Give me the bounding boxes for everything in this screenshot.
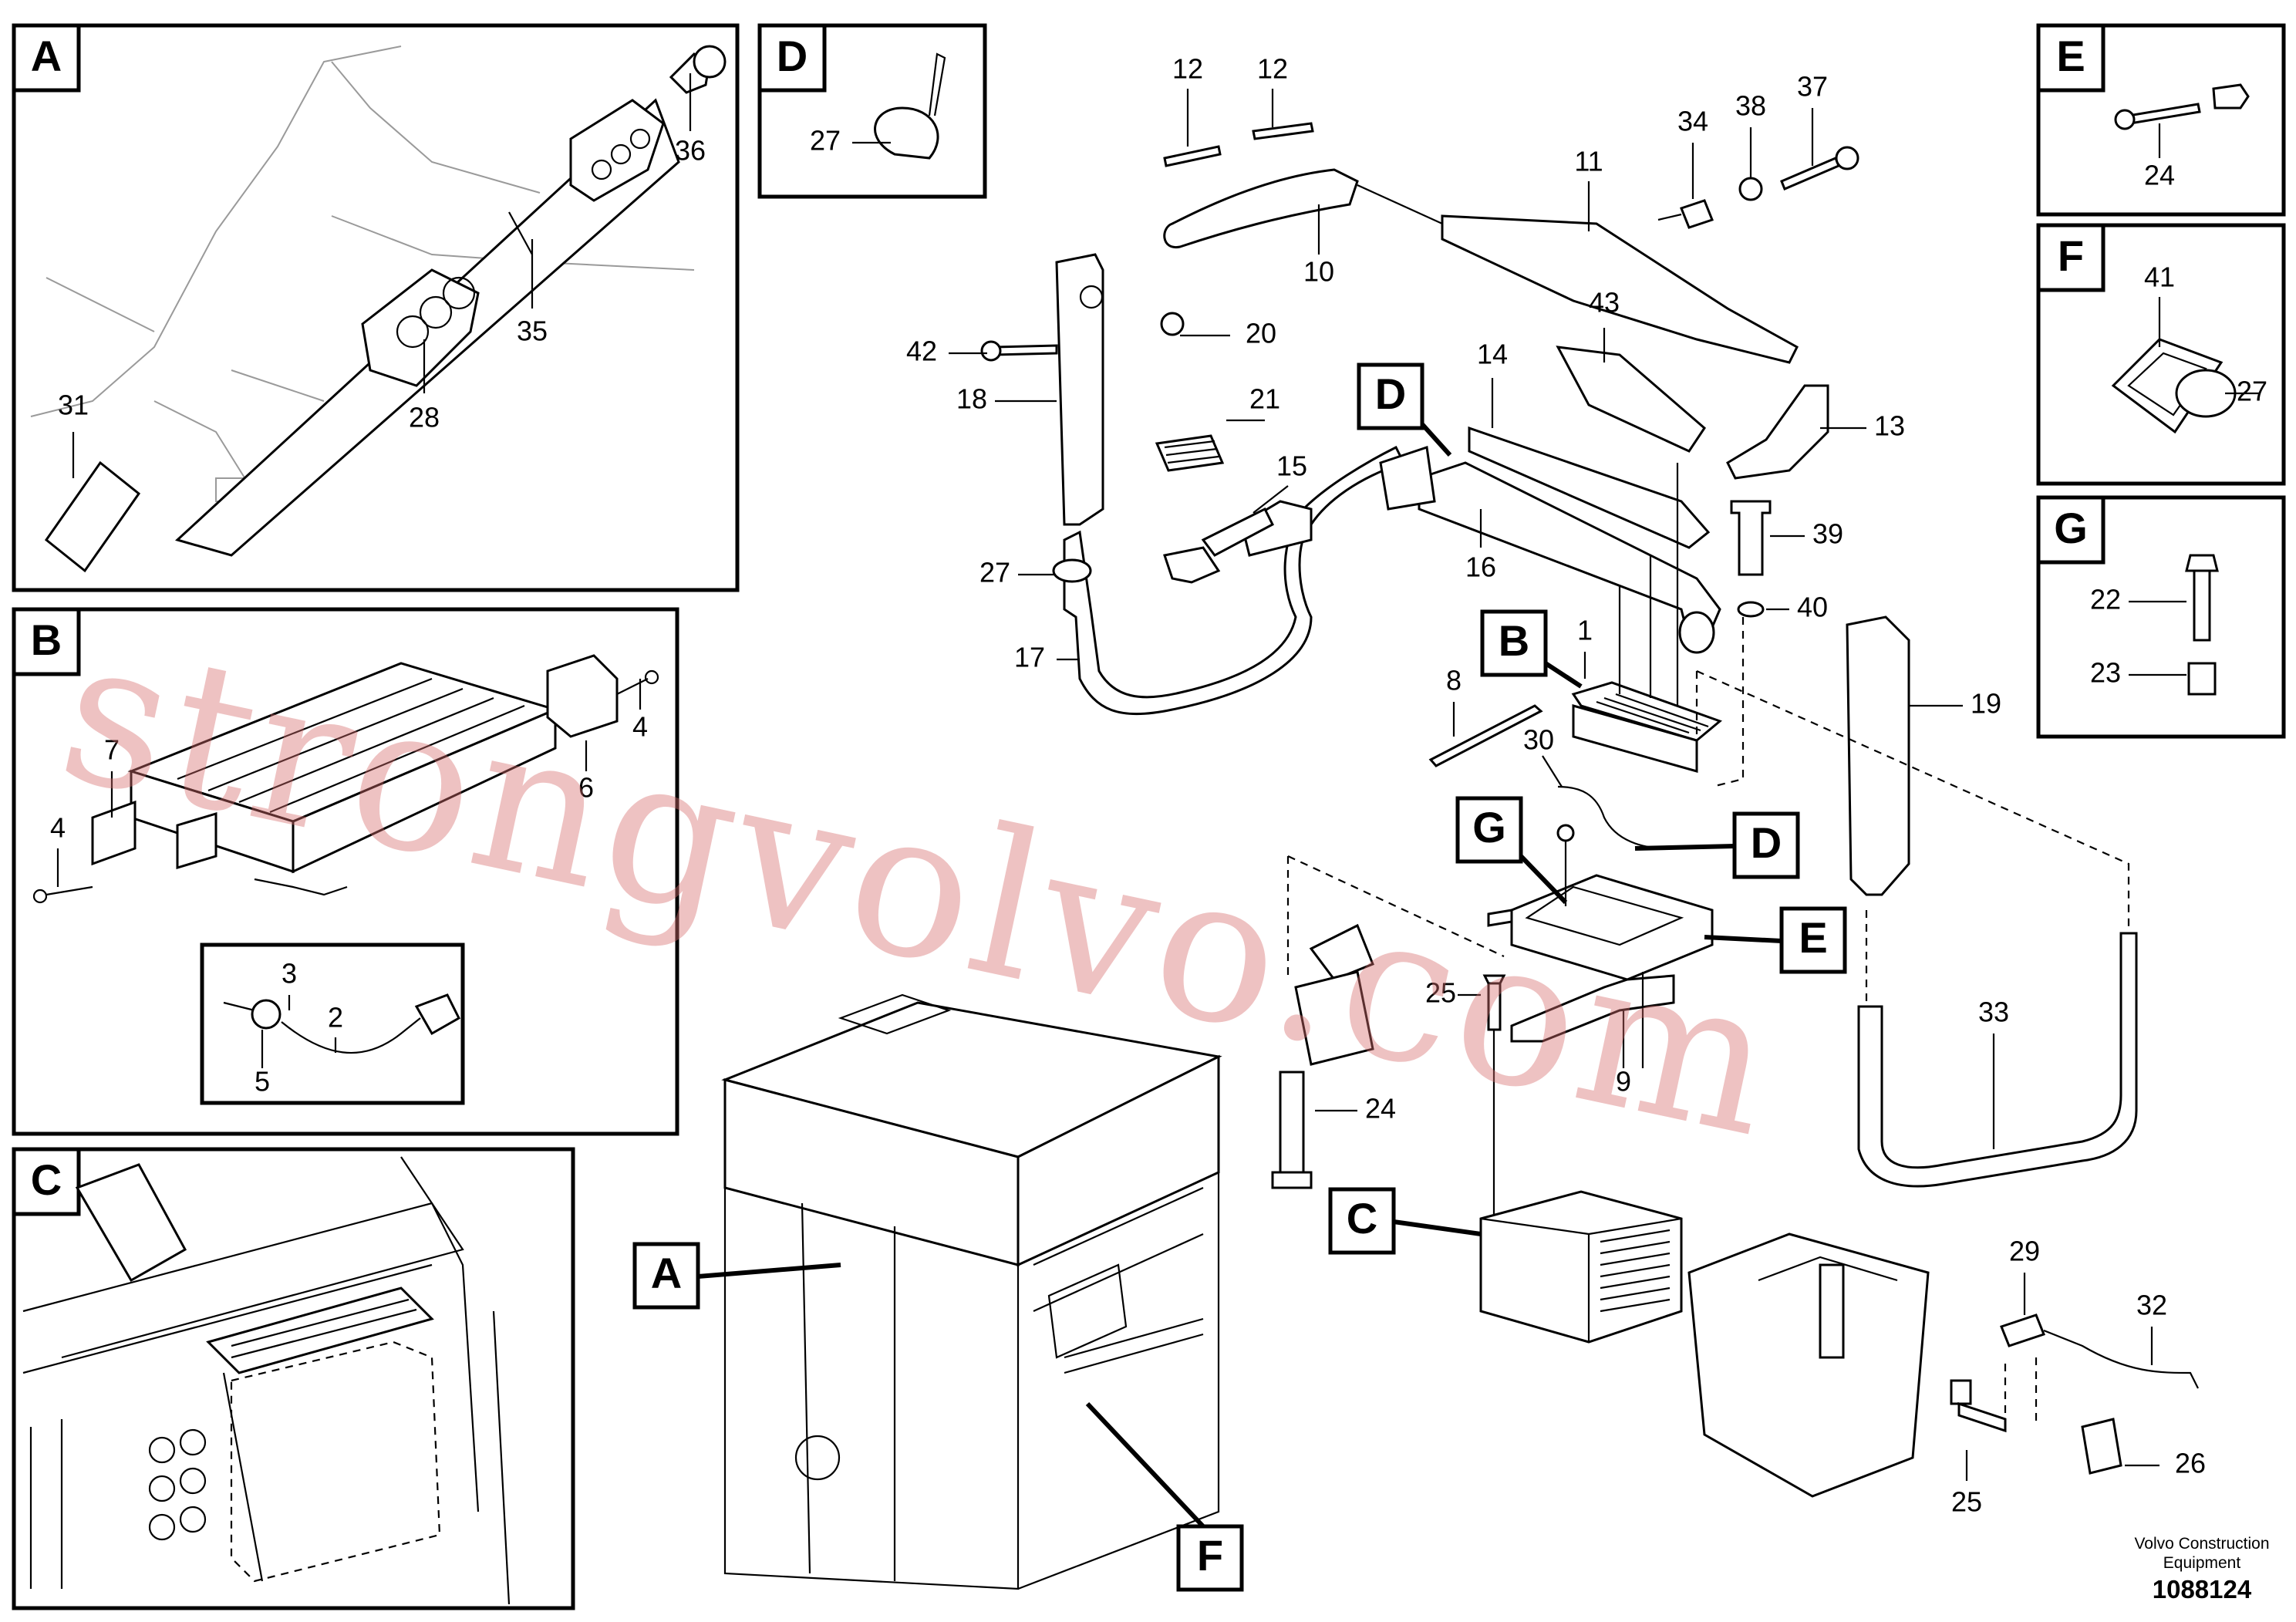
- part-label-27-f: 27: [2237, 376, 2267, 407]
- tag-b-main: B: [1480, 609, 1583, 689]
- part-label-8: 8: [1446, 665, 1462, 696]
- part-label-4-right: 4: [632, 711, 648, 743]
- part-label-30: 30: [1523, 724, 1554, 756]
- part-label-14: 14: [1477, 339, 1508, 370]
- part-label-22: 22: [2090, 584, 2121, 615]
- part-label-9: 9: [1616, 1066, 1631, 1098]
- part-label-21: 21: [1249, 383, 1280, 415]
- part-label-27-main: 27: [979, 557, 1010, 588]
- part-label-40: 40: [1797, 592, 1828, 623]
- part-label-11: 11: [1574, 146, 1603, 177]
- part-label-3: 3: [282, 958, 297, 990]
- detail-view-f: F 41 27: [2036, 223, 2286, 486]
- tag-f-main: F: [1085, 1401, 1244, 1592]
- part-label-19: 19: [1971, 688, 2001, 720]
- part-label-31: 31: [58, 389, 89, 421]
- part-label-43: 43: [1589, 287, 1620, 319]
- part-label-34: 34: [1677, 106, 1708, 137]
- part-label-24-e: 24: [2144, 160, 2175, 191]
- part-label-38: 38: [1735, 90, 1766, 122]
- part-label-27-d: 27: [810, 125, 841, 157]
- part-label-2: 2: [328, 1002, 343, 1034]
- tag-d-lower-letter: D: [1751, 818, 1782, 867]
- detail-a-letter: A: [31, 32, 62, 80]
- part-label-39: 39: [1812, 518, 1843, 550]
- manufacturer-line-1: Volvo Construction: [2134, 1535, 2269, 1553]
- part-label-41: 41: [2144, 261, 2175, 293]
- part-label-26: 26: [2175, 1448, 2206, 1479]
- detail-c-letter: C: [31, 1155, 62, 1204]
- tag-e-main: E: [1704, 906, 1847, 974]
- detail-view-d: D 27: [757, 23, 987, 199]
- part-label-25-bottom: 25: [1951, 1486, 1982, 1518]
- part-label-25-top: 25: [1425, 977, 1456, 1009]
- tag-d-lower: D: [1634, 811, 1800, 879]
- part-label-12-a: 12: [1172, 53, 1203, 85]
- part-label-28: 28: [409, 402, 440, 433]
- tag-c-main-letter: C: [1347, 1194, 1377, 1243]
- tag-a-main-letter: A: [651, 1249, 682, 1297]
- tag-c-main: C: [1328, 1187, 1482, 1255]
- part-label-37: 37: [1797, 71, 1828, 103]
- part-label-13: 13: [1874, 410, 1905, 442]
- tag-b-main-letter: B: [1499, 616, 1529, 665]
- part-label-36: 36: [675, 135, 706, 167]
- tag-f-main-letter: F: [1197, 1531, 1223, 1580]
- part-label-7: 7: [104, 734, 120, 766]
- detail-b-letter: B: [31, 615, 62, 664]
- tag-d-main-letter: D: [1375, 369, 1406, 418]
- part-label-6: 6: [578, 772, 594, 804]
- manufacturer-line-2: Equipment: [2163, 1554, 2241, 1572]
- part-label-4-left: 4: [50, 812, 66, 844]
- part-label-17: 17: [1014, 642, 1045, 673]
- part-label-12-b: 12: [1257, 53, 1288, 85]
- detail-d-letter: D: [777, 32, 807, 80]
- detail-view-e: E 24: [2036, 23, 2286, 217]
- part-label-29: 29: [2009, 1236, 2040, 1267]
- detail-view-a: A 36 35 28 31: [12, 23, 740, 592]
- part-label-32: 32: [2136, 1290, 2167, 1321]
- tag-g-main: G: [1455, 796, 1568, 905]
- part-label-10: 10: [1303, 256, 1334, 288]
- part-label-15: 15: [1276, 450, 1307, 482]
- footer: Volvo Construction Equipment 1088124: [2134, 1535, 2269, 1603]
- part-label-1: 1: [1577, 615, 1593, 646]
- part-label-35: 35: [517, 315, 548, 347]
- part-label-18: 18: [956, 383, 987, 415]
- tag-e-main-letter: E: [1799, 913, 1827, 962]
- detail-g-letter: G: [2054, 504, 2088, 552]
- part-label-16: 16: [1465, 551, 1496, 583]
- part-label-24-main: 24: [1365, 1093, 1396, 1125]
- main-exploded-view: 12 12 10 11 34 38 37 43 13 14: [721, 53, 2206, 1590]
- tag-a-main: A: [632, 1242, 841, 1310]
- detail-f-letter: F: [2058, 231, 2084, 280]
- detail-view-c: C: [12, 1147, 575, 1610]
- drawing-number: 1088124: [2153, 1575, 2252, 1603]
- tag-d-main: D: [1357, 363, 1452, 457]
- part-label-5: 5: [255, 1066, 270, 1098]
- tag-g-main-letter: G: [1472, 803, 1506, 851]
- detail-view-g: G 22 23: [2036, 495, 2286, 739]
- part-label-23: 23: [2090, 657, 2121, 689]
- part-label-33: 33: [1978, 996, 2009, 1028]
- detail-view-b: B 4 6 7 4 3 2 5: [12, 607, 679, 1136]
- part-label-42: 42: [906, 336, 937, 367]
- part-label-20: 20: [1246, 318, 1276, 349]
- detail-e-letter: E: [2056, 32, 2085, 80]
